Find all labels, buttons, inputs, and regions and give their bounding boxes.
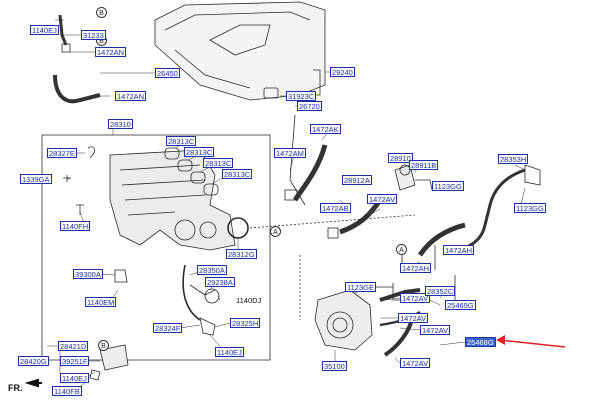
part-label[interactable]: 26450 [155, 68, 180, 78]
part-label[interactable]: 28313C [184, 147, 215, 157]
part-label[interactable]: 1472AN [115, 91, 147, 101]
part-label[interactable]: 1140FH [60, 221, 91, 231]
part-label[interactable]: 1140EJ [60, 373, 89, 383]
part-text: 1140DJ [236, 296, 262, 305]
part-label[interactable]: 28324F [153, 323, 183, 333]
callout-a-symbol: A [270, 226, 281, 237]
part-label[interactable]: 1472AN [95, 47, 127, 57]
part-label[interactable]: 1123GE [345, 282, 376, 292]
front-arrow-icon [28, 379, 42, 387]
part-label[interactable]: 28313C [166, 136, 197, 146]
part-label[interactable]: 28910 [388, 153, 413, 163]
part-label[interactable]: 29240 [330, 67, 355, 77]
part-label[interactable]: 1140EJ [215, 347, 244, 357]
callout-b-symbol: B [96, 7, 107, 18]
part-label[interactable]: 28312G [226, 249, 257, 259]
callout-a-symbol: A [396, 244, 407, 255]
part-label[interactable]: 28350A [197, 265, 227, 275]
part-label-highlighted[interactable]: 25468G [465, 337, 496, 347]
part-label[interactable]: 39251F [60, 356, 90, 366]
part-label[interactable]: 29238A [205, 277, 235, 287]
part-label[interactable]: 1472AH [443, 245, 475, 255]
part-label[interactable]: 31233 [81, 30, 106, 40]
callout-b-symbol: B [98, 340, 109, 351]
part-label[interactable]: 1140EJ [30, 25, 59, 35]
part-label[interactable]: 1472AV [367, 194, 398, 204]
part-label[interactable]: 28421D [58, 341, 89, 351]
part-label[interactable]: 1472AH [400, 263, 432, 273]
part-label[interactable]: 1472AB [320, 203, 351, 213]
part-label[interactable]: 31923C [286, 91, 317, 101]
part-label[interactable]: 28327E [47, 148, 77, 158]
part-label[interactable]: 35100 [322, 361, 347, 371]
part-label[interactable]: 1123GG [514, 203, 546, 213]
part-label[interactable]: 1472AV [400, 293, 431, 303]
part-label[interactable]: 28313C [222, 169, 253, 179]
part-label[interactable]: 1123GG [432, 181, 464, 191]
part-label[interactable]: 28313C [203, 158, 234, 168]
part-label[interactable]: 1472AV [400, 358, 431, 368]
part-label[interactable]: 25469G [445, 300, 476, 310]
part-label[interactable]: 28352C [425, 286, 456, 296]
part-label[interactable]: 1472AK [310, 124, 341, 134]
front-direction-label: FR. [8, 383, 23, 393]
part-label[interactable]: 1140FB [52, 386, 82, 396]
part-label[interactable]: 1140EM [85, 297, 117, 307]
part-label[interactable]: 28420G [18, 356, 49, 366]
part-label[interactable]: 1472AV [398, 313, 429, 323]
part-label[interactable]: 28911B [409, 160, 439, 170]
part-label[interactable]: 1339GA [20, 174, 52, 184]
part-label[interactable]: 39300A [73, 269, 103, 279]
part-label[interactable]: 1472AV [420, 325, 451, 335]
part-label[interactable]: 26720 [297, 101, 322, 111]
part-label[interactable]: 1472AM [274, 148, 306, 158]
part-label[interactable]: 28353H [498, 154, 529, 164]
part-label[interactable]: 28912A [342, 175, 372, 185]
part-label[interactable]: 28325H [230, 318, 261, 328]
part-label[interactable]: 28310 [108, 119, 133, 129]
